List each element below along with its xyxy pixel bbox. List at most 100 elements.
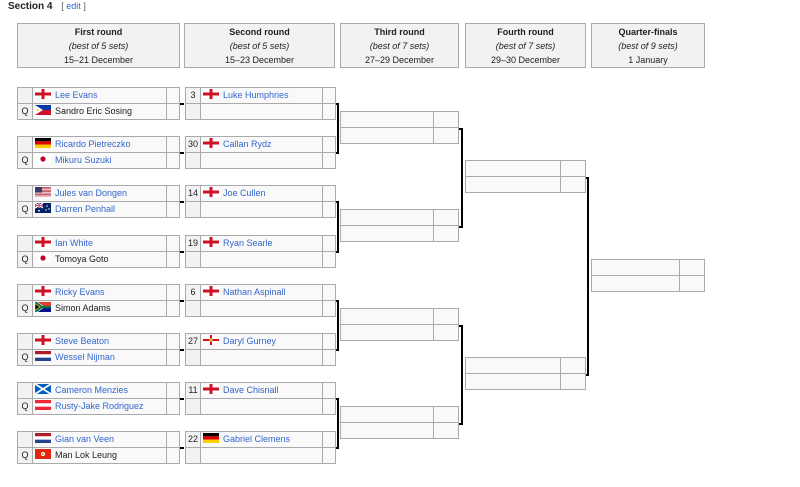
- player-name[interactable]: Nathan Aspinall: [223, 287, 286, 297]
- seed-cell: [186, 399, 201, 414]
- second-round-bottom-slot: [185, 300, 336, 317]
- connector-r1-r2: [180, 349, 184, 351]
- connector-r1-r2: [180, 103, 184, 105]
- player-cell: Tomoya Goto: [35, 252, 167, 267]
- player-name[interactable]: Callan Rydz: [223, 139, 272, 149]
- player-cell: [203, 104, 323, 119]
- third-round-top-slot: [340, 209, 459, 226]
- score-cell: [322, 186, 335, 202]
- score-cell: [322, 285, 335, 301]
- round-format: (best of 7 sets): [369, 41, 430, 51]
- score-cell: [433, 112, 458, 128]
- player-name[interactable]: Ricky Evans: [55, 287, 105, 297]
- player-cell: [345, 128, 434, 143]
- player-name[interactable]: Ricardo Pietreczko: [55, 139, 131, 149]
- second-round-bottom-slot: [185, 103, 336, 120]
- first-round-top-slot: Lee Evans: [17, 87, 180, 104]
- round-dates: 15–21 December: [63, 55, 134, 65]
- seed-cell: [186, 104, 201, 119]
- second-round-bottom-slot: [185, 349, 336, 366]
- player-name[interactable]: Luke Humphries: [223, 90, 289, 100]
- score-cell: [322, 88, 335, 104]
- scotland-flag-icon: [35, 383, 52, 395]
- score-cell: [433, 309, 458, 325]
- seed-cell: Q: [18, 252, 33, 267]
- round-format: (best of 7 sets): [495, 41, 556, 51]
- player-name[interactable]: Daryl Gurney: [223, 336, 277, 346]
- round-title: Second round: [229, 27, 290, 37]
- round-header-3: Third round (best of 7 sets) 27–29 Decembe…: [340, 23, 459, 68]
- player-cell: Sandro Eric Sosing: [35, 104, 167, 119]
- player-name[interactable]: Ian White: [55, 238, 94, 248]
- round-dates: 27–29 December: [364, 55, 435, 65]
- player-name: Tomoya Goto: [55, 254, 109, 264]
- score-cell: [166, 186, 179, 202]
- connector-r3: [459, 128, 462, 130]
- player-cell: [203, 448, 323, 463]
- player-cell: [345, 226, 434, 241]
- round-dates: 29–30 December: [490, 55, 561, 65]
- player-name[interactable]: Darren Penhall: [55, 204, 116, 214]
- first-round-top-slot: Steve Beaton: [17, 333, 180, 350]
- first-round-top-slot: Jules van Dongen: [17, 185, 180, 202]
- player-cell: Rusty-Jake Rodriguez: [35, 399, 167, 414]
- player-cell: Man Lok Leung: [35, 448, 167, 463]
- england-flag-icon: [203, 286, 219, 296]
- seed-cell: 19: [186, 236, 201, 252]
- first-round-top-slot: Cameron Menzies: [17, 382, 180, 399]
- score-cell: [433, 226, 458, 241]
- seed-cell: Q: [18, 448, 33, 463]
- player-name[interactable]: Lee Evans: [55, 90, 98, 100]
- seed-cell: [18, 285, 33, 301]
- england-flag-icon: [35, 89, 51, 99]
- player-name[interactable]: Rusty-Jake Rodriguez: [55, 401, 144, 411]
- player-name[interactable]: Wessel Nijman: [55, 352, 115, 362]
- round-format: (best of 5 sets): [229, 41, 290, 51]
- england-flag-icon: [203, 384, 219, 394]
- score-cell: [560, 161, 585, 177]
- score-cell: [166, 104, 179, 119]
- player-name[interactable]: Ryan Searle: [223, 238, 273, 248]
- player-name[interactable]: Gabriel Clemens: [223, 434, 291, 444]
- round-title: First round: [74, 27, 123, 37]
- seed-cell: [18, 137, 33, 153]
- third-round-bottom-slot: [340, 225, 459, 242]
- seed-cell: [186, 448, 201, 463]
- connector-r1-r2: [180, 398, 184, 400]
- usa-flag-icon: [35, 187, 51, 197]
- round-header-5: Quarter-finals(best of 9 sets)1 January: [591, 23, 705, 68]
- score-cell: [560, 374, 585, 389]
- seed-cell: Q: [18, 350, 33, 365]
- player-name[interactable]: Joe Cullen: [223, 188, 266, 198]
- player-name[interactable]: Mikuru Suzuki: [55, 155, 112, 165]
- player-cell: Dave Chisnall: [203, 383, 323, 399]
- edit-link[interactable]: edit: [66, 1, 81, 11]
- second-round-top-slot: 19 Ryan Searle: [185, 235, 336, 252]
- player-name[interactable]: Gian van Veen: [55, 434, 115, 444]
- austria-flag-icon: [35, 400, 51, 410]
- player-cell: Joe Cullen: [203, 186, 323, 202]
- round-dates: 15–23 December: [224, 55, 295, 65]
- japan-flag-icon: [35, 154, 51, 164]
- score-cell: [166, 432, 179, 448]
- player-name[interactable]: Cameron Menzies: [55, 385, 129, 395]
- player-name[interactable]: Dave Chisnall: [223, 385, 279, 395]
- seed-cell: [186, 153, 201, 168]
- player-name[interactable]: Jules van Dongen: [55, 188, 128, 198]
- player-cell: [470, 161, 561, 177]
- second-round-bottom-slot: [185, 398, 336, 415]
- player-cell: Lee Evans: [35, 88, 167, 104]
- score-cell: [166, 334, 179, 350]
- round-title: Third round: [374, 27, 425, 37]
- score-cell: [679, 276, 704, 291]
- second-round-bottom-slot: [185, 447, 336, 464]
- player-name[interactable]: Steve Beaton: [55, 336, 110, 346]
- score-cell: [322, 334, 335, 350]
- seed-cell: [186, 202, 201, 217]
- score-cell: [433, 210, 458, 226]
- first-round-top-slot: Ricardo Pietreczko: [17, 136, 180, 153]
